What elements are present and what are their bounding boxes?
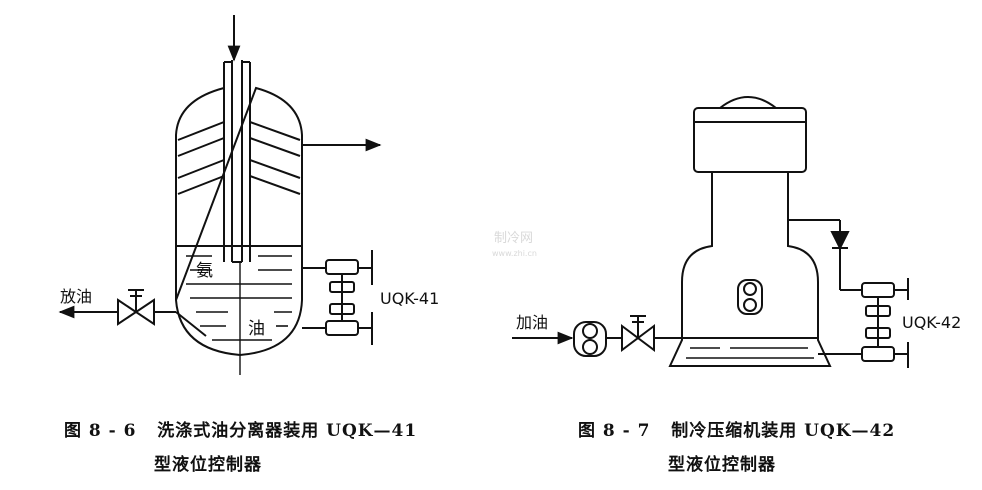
uqk41-label: UQK-41 xyxy=(380,289,439,308)
add-oil-label: 加油 xyxy=(516,313,548,332)
watermark-line1: 制冷网 xyxy=(494,231,533,246)
separator-vessel xyxy=(174,86,303,357)
uqk42-controller xyxy=(861,282,895,362)
caption-right: 图 8 - 7 制冷压缩机装用 UQK—42 xyxy=(578,416,895,441)
baffle-lower xyxy=(177,159,301,195)
inlet-valve xyxy=(621,315,655,352)
uqk41-controller xyxy=(325,259,359,336)
compressor-body xyxy=(668,172,832,367)
compressor-figure xyxy=(512,96,909,368)
watermark-line2: www.zhi.cn xyxy=(492,249,537,258)
uqk42-label: UQK-42 xyxy=(902,313,961,332)
compressor-head xyxy=(693,107,807,173)
drain-valve xyxy=(117,289,155,326)
baffle-upper xyxy=(177,121,301,157)
caption-left-line2: 型液位控制器 xyxy=(154,455,262,475)
oil-pump xyxy=(573,321,607,357)
sight-glass xyxy=(737,279,763,315)
oil-separator-figure xyxy=(58,15,382,375)
caption-left: 图 8 - 6 洗涤式油分离器装用 UQK—41 xyxy=(64,416,417,441)
check-valve xyxy=(830,231,850,251)
caption-left-number: 图 8 - 6 xyxy=(64,421,137,441)
caption-right-number: 图 8 - 7 xyxy=(578,421,651,441)
caption-left-line1: 洗涤式油分离器装用 UQK—41 xyxy=(157,421,418,441)
oil-label: 油 xyxy=(248,319,265,339)
compressor-dome xyxy=(719,96,777,109)
ammonia-label: 氨 xyxy=(196,261,213,281)
drain-oil-label: 放油 xyxy=(60,287,92,306)
caption-right-line1: 制冷压缩机装用 UQK—42 xyxy=(671,421,896,441)
caption-right-line2: 型液位控制器 xyxy=(668,455,776,475)
